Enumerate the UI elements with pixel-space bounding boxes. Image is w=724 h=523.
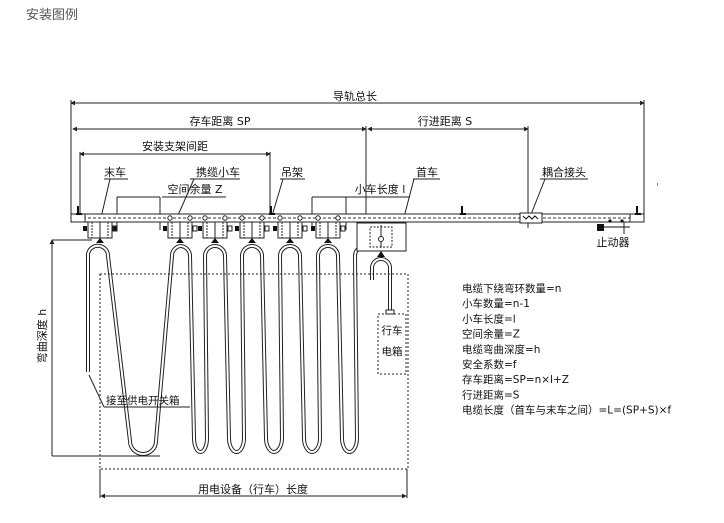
cable-loop xyxy=(99,244,181,456)
lead-trolley xyxy=(356,222,407,315)
label-hanger: 吊架 xyxy=(281,166,303,179)
formula-line: 电缆下绕弯环数量=n xyxy=(462,282,561,295)
label-end-trolley: 末车 xyxy=(104,165,126,179)
trolleys xyxy=(83,215,346,243)
crane-electric-box: 行车 电箱 xyxy=(377,313,407,375)
label-crane-box-1: 行车 xyxy=(382,324,403,337)
component-labels: 末车 携缆小车 吊架 首车 耦合接头 止动器 xyxy=(99,165,630,249)
label-bracket-spacing: 安装支架间距 xyxy=(142,139,208,153)
cable-trolley xyxy=(273,215,308,243)
dim-storage-travel: 存车距离 SP 行进距离 S xyxy=(72,114,529,228)
formula-line: 空间余量=Z xyxy=(462,328,520,341)
cable-loop xyxy=(214,244,253,454)
formula-list: 电缆下绕弯环数量=n 小车数量=n-1 小车长度=l 空间余量=Z 电缆弯曲深度=h 安全… xyxy=(462,282,671,417)
dim-bend-depth: 弯曲深度 h xyxy=(35,239,160,457)
dim-space-margin: 空间余量 Z xyxy=(116,182,226,230)
label-supply-box: 接至供电开关箱 xyxy=(106,394,180,407)
hanger-bracket xyxy=(460,206,466,215)
label-bend-depth: 弯曲深度 h xyxy=(35,309,49,363)
hanger-bracket xyxy=(269,206,275,215)
end-trolley xyxy=(83,221,118,243)
label-end-stop: 止动器 xyxy=(597,236,630,249)
cable-loop xyxy=(327,244,366,454)
label-trolley-length: 小车长度 l xyxy=(355,182,406,196)
cable-loop xyxy=(289,244,329,454)
label-rail-total: 导轨总长 xyxy=(333,89,377,103)
label-equipment-length: 用电设备（行车）长度 xyxy=(198,482,308,496)
cable-trolley xyxy=(311,215,346,243)
label-lead-trolley: 首车 xyxy=(416,165,438,179)
label-crane-box-2: 电箱 xyxy=(382,345,403,358)
dim-equipment-length: 用电设备（行车）长度 xyxy=(99,469,408,499)
equipment-outline xyxy=(99,273,409,470)
formula-line: 电缆长度（首车与末车之间）=L=(SP+S)×f xyxy=(462,404,671,417)
formula-line: 安全系数=f xyxy=(462,358,517,371)
label-storage-distance: 存车距离 SP xyxy=(189,114,250,128)
hanger-bracket xyxy=(76,206,82,215)
supply-box-callout: 接至供电开关箱 xyxy=(88,374,190,408)
formula-line: 小车长度=l xyxy=(462,312,516,325)
cable-loop xyxy=(86,243,101,372)
cable-loop xyxy=(251,244,291,454)
coupling-joint xyxy=(519,212,543,224)
rail xyxy=(70,206,645,231)
cable-trolley xyxy=(198,215,233,243)
end-stop xyxy=(597,219,630,231)
dim-rail-total: 导轨总长 xyxy=(70,89,645,220)
label-travel-distance: 行进距离 S xyxy=(418,114,472,128)
stray-mark xyxy=(657,183,658,186)
cable-trolley xyxy=(235,215,270,243)
cable-trolley xyxy=(163,215,198,243)
page-title: 安装图例 xyxy=(26,8,79,23)
label-space-margin: 空间余量 Z xyxy=(167,182,222,196)
dim-bracket-spacing: 安装支架间距 xyxy=(79,139,271,213)
label-coupling-joint: 耦合接头 xyxy=(542,165,586,179)
formula-line: 小车数量=n-1 xyxy=(462,297,530,310)
label-cable-trolley: 携缆小车 xyxy=(196,165,240,179)
hanger-bracket xyxy=(635,206,641,215)
formula-line: 存车距离=SP=n×l+Z xyxy=(462,373,569,386)
formula-line: 行进距离=S xyxy=(462,388,520,401)
formula-line: 电缆弯曲深度=h xyxy=(462,343,540,356)
cable-loops xyxy=(86,243,366,456)
cable-loop xyxy=(179,244,216,454)
